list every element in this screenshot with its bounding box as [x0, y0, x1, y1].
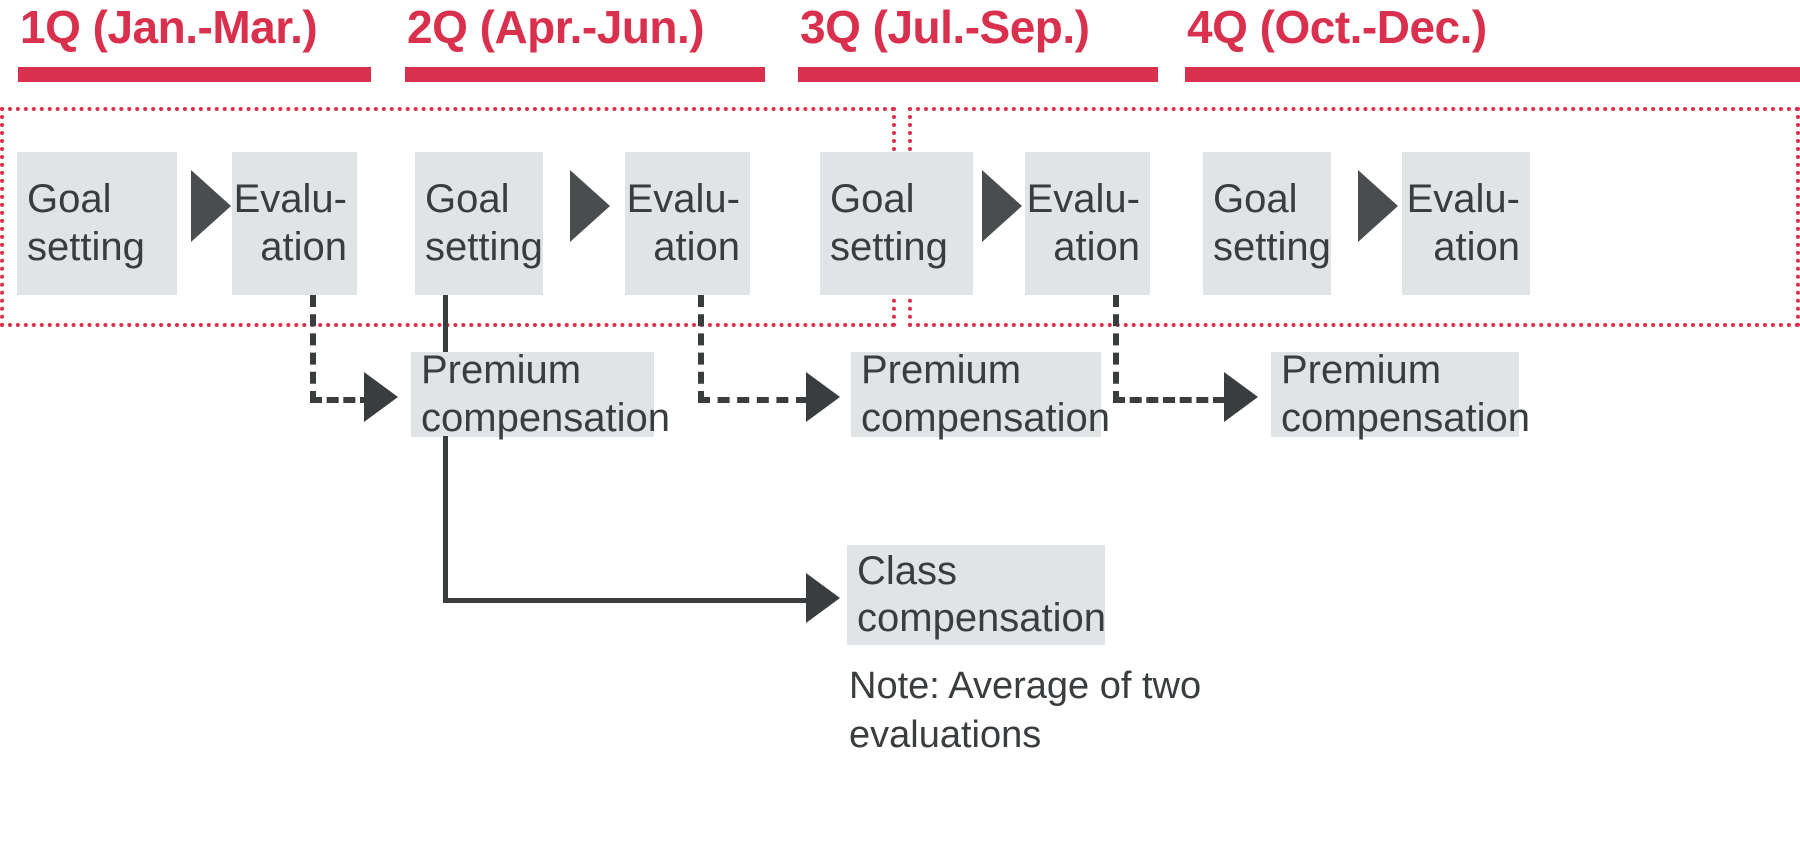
connector-evaluation1-vertical [310, 295, 316, 403]
class-compensation-box: Class compensation [847, 545, 1106, 645]
cycle-box-goal-setting-1q: Goal setting [17, 152, 177, 295]
flow-triangle-icon-3q [982, 170, 1022, 242]
premium-compensation-box-1: Premium compensation [411, 348, 670, 440]
flow-triangle-icon-2q [570, 170, 610, 242]
arrowhead-icon-to-premium-3 [1224, 372, 1258, 422]
connector-premium1-vertical [443, 436, 448, 600]
arrowhead-icon-to-premium-1 [364, 372, 398, 422]
cycle-box-goal-setting-4q: Goal setting [1203, 152, 1331, 295]
connector-premium1-horizontal [443, 598, 808, 603]
quarter-header-2q: 2Q (Apr.-Jun.) [407, 1, 705, 53]
connector-evaluation3-horizontal [1113, 397, 1225, 403]
note-text: Note: Average of two evaluations [849, 665, 1202, 756]
connector-evaluation2-vertical [698, 295, 704, 403]
connector-evaluation3-vertical [1113, 295, 1119, 403]
premium-compensation-box-3: Premium compensation [1271, 348, 1530, 440]
cycle-box-goal-setting-3q: Goal setting [820, 152, 973, 295]
cycle-box-evaluation-2q: Evalu- ation [625, 152, 750, 295]
quarter-header-1q: 1Q (Jan.-Mar.) [20, 1, 318, 53]
quarter-rule-4q [1185, 67, 1800, 82]
quarter-header-4q: 4Q (Oct.-Dec.) [1187, 1, 1487, 53]
flow-triangle-icon-1q [191, 170, 231, 242]
arrowhead-icon-to-premium-2 [806, 372, 840, 422]
connector-evaluation2-horizontal [698, 397, 808, 403]
quarter-rule-3q [798, 67, 1158, 82]
quarter-header-3q: 3Q (Jul.-Sep.) [800, 1, 1090, 53]
cycle-box-evaluation-4q: Evalu- ation [1402, 152, 1530, 295]
quarter-rule-2q [405, 67, 765, 82]
connector-evaluation1-horizontal [310, 397, 372, 403]
connector-goalsetting2-vertical [443, 295, 448, 355]
quarter-rule-1q [18, 67, 371, 82]
flow-triangle-icon-4q [1358, 170, 1398, 242]
premium-compensation-box-2: Premium compensation [851, 348, 1110, 440]
arrowhead-icon-to-class-compensation [806, 573, 840, 623]
cycle-box-evaluation-1q: Evalu- ation [232, 152, 357, 295]
cycle-box-evaluation-3q: Evalu- ation [1025, 152, 1150, 295]
cycle-box-goal-setting-2q: Goal setting [415, 152, 543, 295]
